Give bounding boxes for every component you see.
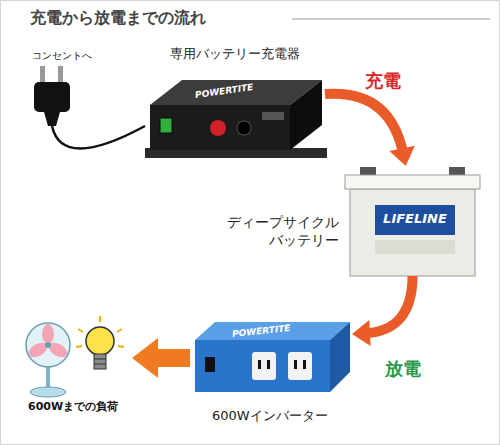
diagram-title: 充電から放電までの流れ <box>30 8 206 28</box>
red-terminal <box>210 120 226 136</box>
bulb-glass <box>86 327 114 355</box>
bulb-ray <box>76 346 82 347</box>
bulb-ray <box>99 316 101 322</box>
fan-base <box>30 387 66 397</box>
edge-label: 充電 <box>365 70 401 93</box>
plug-body <box>34 82 70 112</box>
bulb-thread <box>94 364 106 365</box>
plug-neck <box>44 112 60 126</box>
plug-label: コンセントへ <box>32 50 92 63</box>
outlet-slot <box>294 360 297 369</box>
fan-blade <box>42 324 54 344</box>
battery-badge <box>375 205 455 235</box>
charger-label: 専用バッテリー充電器 <box>170 46 300 62</box>
charger-front <box>150 105 290 150</box>
battery-lid <box>345 175 480 189</box>
outlet <box>252 352 276 380</box>
arrow-shape <box>132 338 190 378</box>
inverter-label: 600Wインバーター <box>212 408 328 424</box>
deep-cycle-battery: ディープサイクル バッテリーLIFELINE <box>345 166 480 276</box>
bulb-thread <box>94 359 106 360</box>
bulb-ray <box>118 346 124 347</box>
inverter-side <box>330 322 350 392</box>
title-rule <box>292 18 490 20</box>
outlet-slot <box>303 360 306 369</box>
plug-prong <box>40 66 45 84</box>
connector-line <box>52 126 145 149</box>
power-cord <box>52 126 145 149</box>
battery-sticker <box>375 240 455 254</box>
power-switch <box>160 118 172 133</box>
connector-line <box>365 276 413 333</box>
output-arrow <box>132 338 190 378</box>
battery-charger: 専用バッテリー充電器POWERTITE <box>145 78 325 158</box>
power-plug: コンセントへ <box>30 66 74 126</box>
arrow-head <box>352 320 371 346</box>
charger-side <box>290 80 322 150</box>
fan-hub <box>45 342 51 348</box>
outlet-slot <box>267 360 270 369</box>
fan-guard <box>26 323 70 367</box>
load: 600Wまでの負荷 <box>20 318 132 398</box>
black-terminal <box>237 121 251 135</box>
bulb-base <box>94 354 106 369</box>
arrow-head <box>389 146 414 166</box>
outlet-slot <box>258 360 261 369</box>
battery-label: ディープサイクル バッテリー <box>221 214 339 249</box>
outlet <box>288 352 312 380</box>
inverter: POWERTITE600Wインバーター <box>190 318 352 398</box>
brand-logo: POWERTITE <box>195 82 255 101</box>
bulb-ray <box>78 329 83 332</box>
brand-logo: LIFELINE <box>375 211 455 227</box>
battery-body <box>350 189 475 276</box>
edge-label: 放電 <box>385 358 421 381</box>
discharge-arrow <box>352 276 413 346</box>
charge-arrow <box>325 94 415 166</box>
load-label: 600Wまでの負荷 <box>28 400 118 414</box>
inverter-top <box>195 322 350 340</box>
inverter-switch <box>205 357 215 372</box>
bulb-ray <box>117 329 122 332</box>
charger-panel <box>262 112 284 120</box>
brand-logo: POWERTITE <box>232 323 291 340</box>
connector-line <box>325 94 403 154</box>
inverter-front <box>195 340 330 392</box>
plug-prong <box>58 66 63 84</box>
